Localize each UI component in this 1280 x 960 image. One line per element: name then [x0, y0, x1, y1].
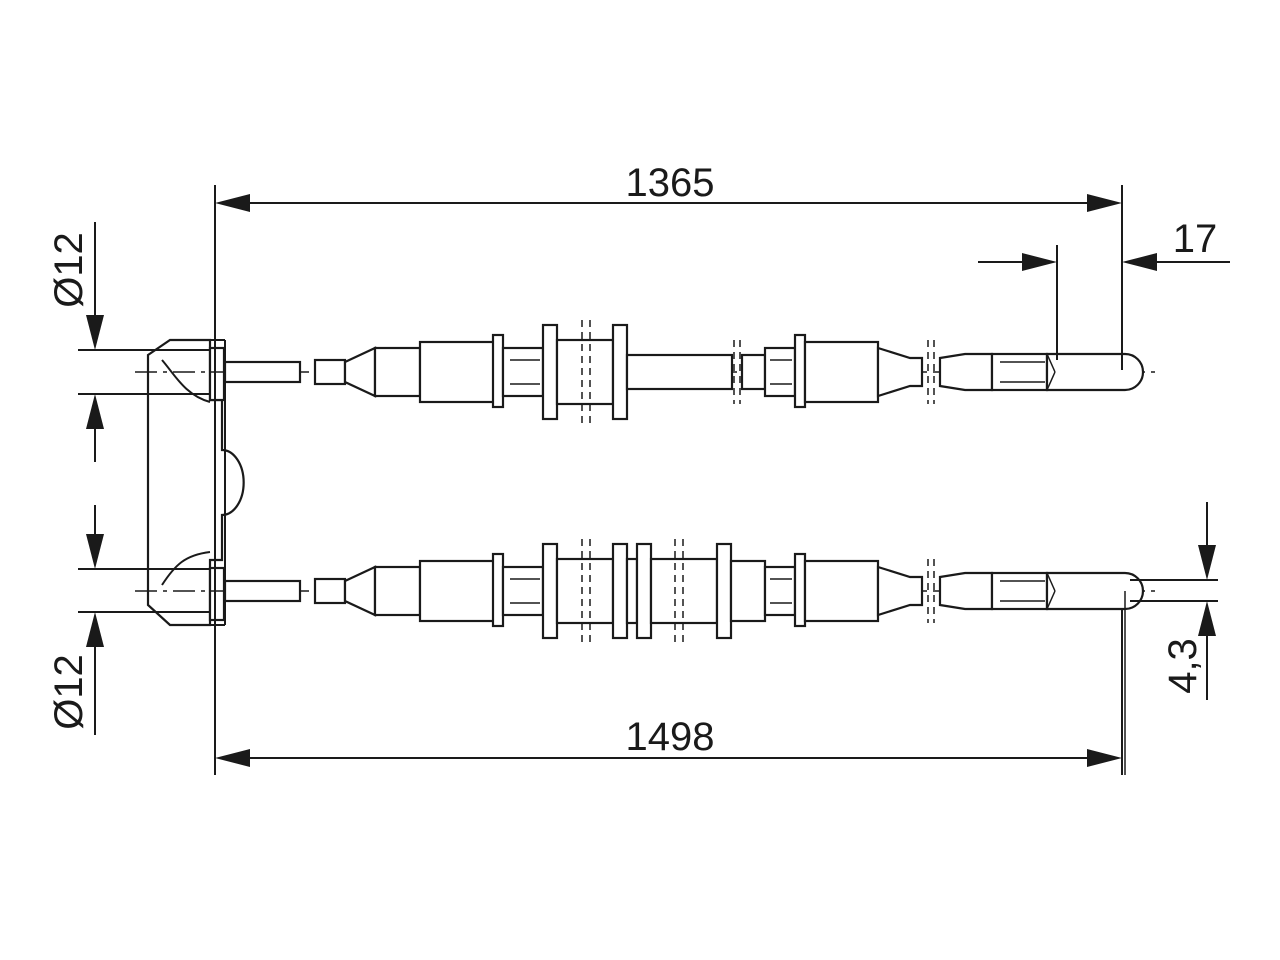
- arrow-left-icon: [215, 194, 250, 212]
- arrow-down-icon: [86, 534, 104, 569]
- arrow-down-icon: [86, 315, 104, 350]
- dimension-bottom-diameter: Ø12: [47, 505, 210, 735]
- bottom-diameter-label: Ø12: [47, 654, 91, 730]
- top-diameter-label: Ø12: [47, 232, 91, 308]
- top-length-label: 1365: [626, 161, 715, 205]
- arrow-right-icon: [1087, 749, 1122, 767]
- bottom-cable: [135, 539, 1160, 775]
- arrow-up-icon: [1198, 601, 1216, 636]
- arrow-up-icon: [86, 394, 104, 429]
- arrow-right-icon: [1087, 194, 1122, 212]
- dimension-end-diameter: 4,3: [1130, 502, 1218, 700]
- top-cable: [135, 320, 1160, 424]
- arrow-right-icon: [1022, 253, 1057, 271]
- dimension-top-diameter: Ø12: [47, 222, 210, 462]
- tip-length-label: 17: [1173, 217, 1218, 261]
- dimension-tip-length: 17: [978, 217, 1230, 360]
- arrow-left-icon: [215, 749, 250, 767]
- end-diameter-label: 4,3: [1161, 638, 1205, 694]
- arrow-left-icon: [1122, 253, 1157, 271]
- bottom-length-label: 1498: [626, 715, 715, 759]
- arrow-up-icon: [86, 612, 104, 647]
- dimension-bottom-length: 1498: [215, 610, 1123, 775]
- dimension-top-length: 1365: [214, 161, 1123, 775]
- left-bracket: [146, 338, 245, 627]
- arrow-down-icon: [1198, 545, 1216, 580]
